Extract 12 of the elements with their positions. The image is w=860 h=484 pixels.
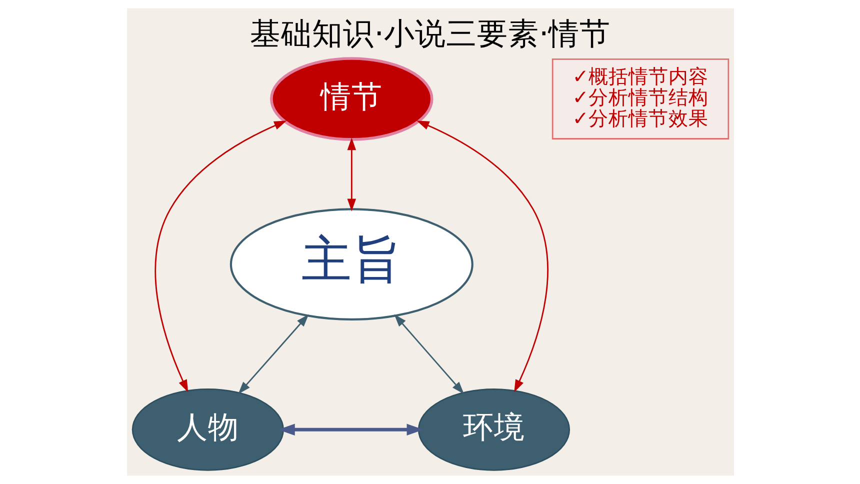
arrow <box>278 424 424 436</box>
node-ellipse: 人物 <box>131 388 284 471</box>
arrow <box>394 314 464 394</box>
arrow <box>238 314 308 394</box>
arrow <box>416 120 548 392</box>
node-ellipse: 环境 <box>417 388 570 471</box>
arrow <box>346 138 356 212</box>
node-ellipse: 主旨 <box>229 208 473 320</box>
node-ellipse: 情节 <box>270 57 433 141</box>
diagram-title: 基础知识·小说三要素·情节 <box>250 16 610 52</box>
arrow <box>154 120 286 392</box>
node-box: ✓概括情节内容 ✓分析情节结构 ✓分析情节效果 <box>551 58 729 140</box>
